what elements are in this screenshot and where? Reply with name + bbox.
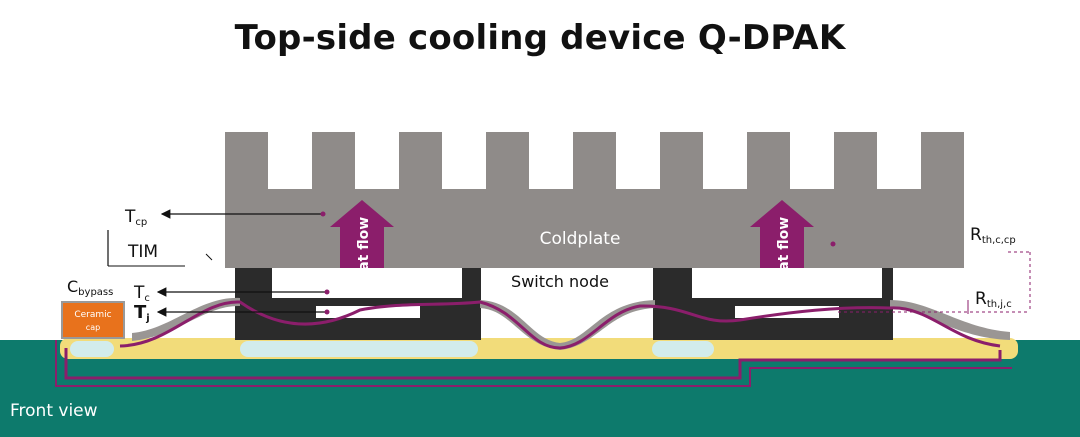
svg-text:Rth,j,c: Rth,j,c bbox=[975, 289, 1012, 310]
svg-text:Tj: Tj bbox=[134, 302, 150, 324]
front-view-label: Front view bbox=[10, 401, 98, 421]
t-j-label: Tj bbox=[134, 302, 330, 324]
diagram-title: Top-side cooling device Q-DPAK bbox=[234, 18, 846, 58]
coldplate-label: Coldplate bbox=[540, 229, 621, 249]
svg-text:cap: cap bbox=[86, 323, 100, 332]
r-th-c-cp-label: Rth,c,cp bbox=[830, 225, 1031, 312]
svg-text:Ceramic: Ceramic bbox=[74, 310, 111, 320]
svg-text:TIM: TIM bbox=[127, 242, 158, 262]
svg-text:Tcp: Tcp bbox=[124, 207, 147, 228]
pad-2 bbox=[240, 341, 478, 357]
die-left bbox=[316, 306, 420, 318]
switch-node-gap bbox=[272, 268, 462, 298]
pad-3 bbox=[652, 341, 714, 357]
ceramic-capacitor: Ceramic cap bbox=[61, 301, 125, 339]
svg-text:Tc: Tc bbox=[133, 283, 150, 304]
svg-text:Cbypass: Cbypass bbox=[67, 277, 113, 298]
r-th-j-c-label: Rth,j,c bbox=[838, 289, 1030, 314]
tim-label: TIM bbox=[107, 230, 213, 267]
lead-right bbox=[890, 300, 1010, 340]
pad-1 bbox=[70, 341, 114, 357]
t-c-label: Tc bbox=[133, 283, 330, 304]
switch-node-label: Switch node bbox=[511, 272, 609, 291]
c-bypass-label: Cbypass bbox=[67, 277, 113, 298]
svg-text:Rth,c,cp: Rth,c,cp bbox=[970, 225, 1016, 246]
t-cp-label: Tcp bbox=[124, 207, 326, 228]
lead-mid bbox=[480, 300, 655, 350]
thermal-trace bbox=[64, 300, 1002, 380]
